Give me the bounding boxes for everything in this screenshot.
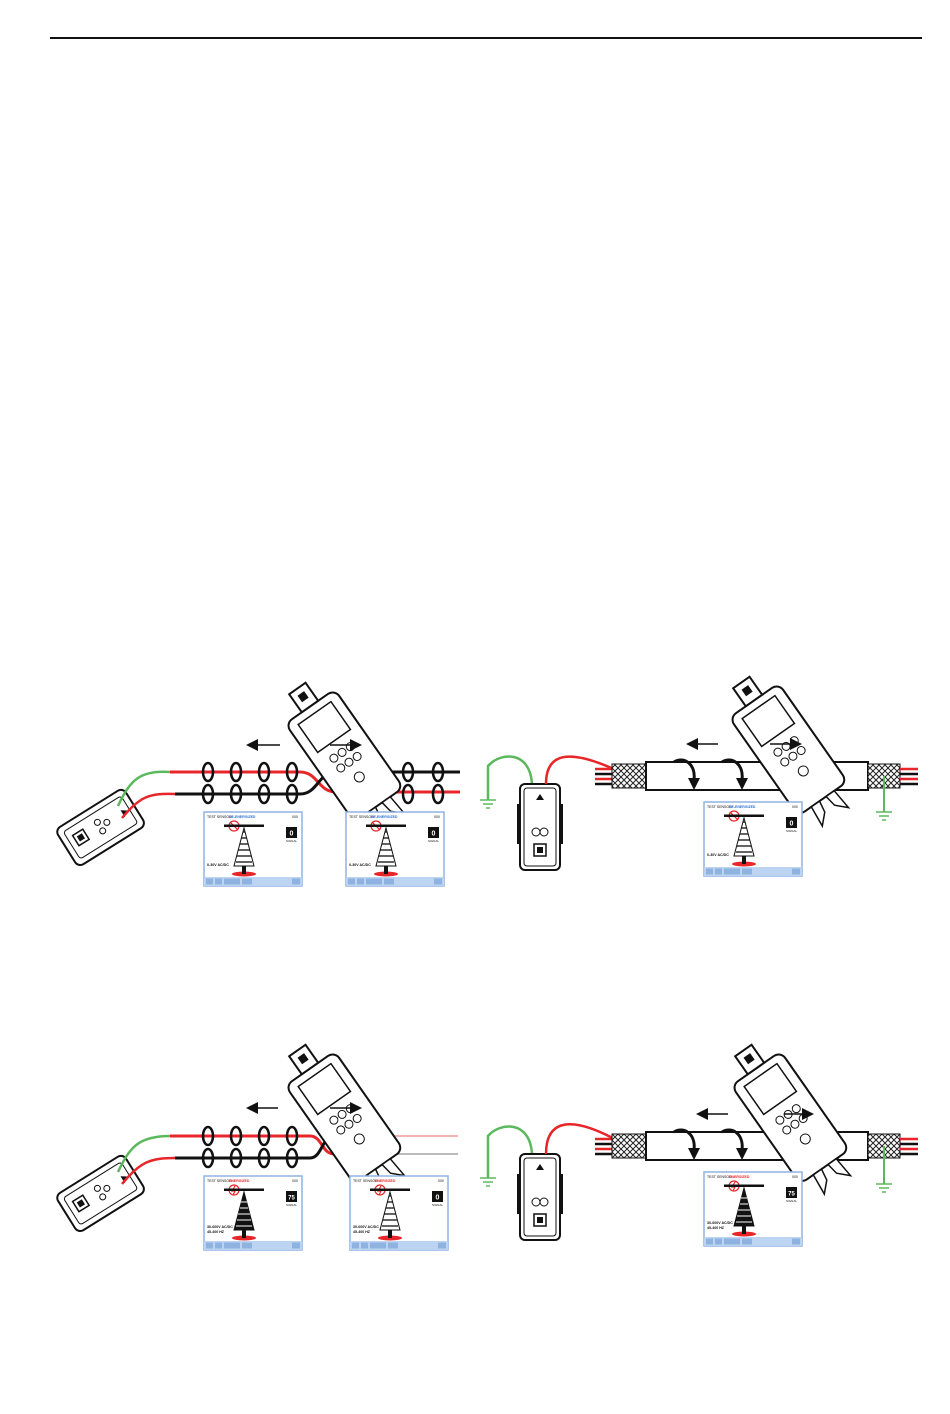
transmitter-unit	[56, 1154, 145, 1233]
home-icon[interactable]	[206, 1242, 213, 1249]
plus-icon[interactable]	[292, 878, 300, 885]
svg-text:ENERGIZED: ENERGIZED	[229, 1179, 250, 1183]
display-screen-4: TEST SENSOR: ENERGIZED 000 75 SIGNAL 30-…	[203, 1175, 303, 1251]
svg-text:ENERGIZED: ENERGIZED	[375, 1179, 396, 1183]
svg-text:75: 75	[288, 1196, 295, 1202]
svg-text:TEST SENSOR:: TEST SENSOR:	[207, 1179, 233, 1183]
home-icon[interactable]	[206, 878, 213, 885]
svg-text:DE-ENERGIZED: DE-ENERGIZED	[229, 815, 256, 819]
transmitter-unit	[516, 1153, 564, 1241]
volume-icon[interactable]	[366, 878, 382, 885]
svg-text:0-30V AC/DC: 0-30V AC/DC	[349, 863, 371, 867]
svg-text:TEST SENSOR:: TEST SENSOR:	[207, 815, 233, 819]
minus-icon[interactable]	[242, 878, 252, 885]
help-icon[interactable]	[215, 878, 222, 885]
plus-icon[interactable]	[792, 1238, 800, 1245]
svg-text:45-400 HZ: 45-400 HZ	[207, 1230, 225, 1234]
svg-text:TEST SENSOR:: TEST SENSOR:	[349, 815, 375, 819]
svg-text:000: 000	[792, 1175, 798, 1179]
svg-text:SIGNAL: SIGNAL	[786, 1199, 797, 1203]
svg-text:0: 0	[436, 1195, 440, 1202]
svg-text:SIGNAL: SIGNAL	[286, 1203, 297, 1207]
plus-icon[interactable]	[434, 878, 442, 885]
home-icon[interactable]	[706, 1238, 713, 1245]
svg-text:000: 000	[292, 1179, 298, 1183]
transmitter-unit	[516, 783, 564, 871]
svg-text:000: 000	[792, 805, 798, 809]
display-screen-1: TEST SENSOR: DE-ENERGIZED 000 0 SIGNAL 0…	[203, 811, 303, 887]
plus-icon[interactable]	[292, 1242, 300, 1249]
svg-text:0: 0	[290, 831, 294, 838]
display-screen-3: TEST SENSOR: DE-ENERGIZED 000 0 SIGNAL 0…	[703, 801, 803, 877]
minus-icon[interactable]	[742, 868, 752, 875]
svg-text:TEST SENSOR:: TEST SENSOR:	[353, 1179, 379, 1183]
svg-text:75: 75	[788, 1192, 795, 1198]
volume-icon[interactable]	[370, 1242, 386, 1249]
svg-text:30-600V AC/DC: 30-600V AC/DC	[207, 1225, 233, 1229]
svg-text:000: 000	[434, 815, 440, 819]
minus-icon[interactable]	[242, 1242, 252, 1249]
help-icon[interactable]	[361, 1242, 368, 1249]
figure-twisted-pair-energized	[56, 1032, 458, 1233]
svg-text:DE-ENERGIZED: DE-ENERGIZED	[729, 805, 756, 809]
figure-twisted-pair-deenergized	[56, 670, 460, 867]
home-icon[interactable]	[348, 878, 355, 885]
display-screen-2: TEST SENSOR: DE-ENERGIZED 000 0 SIGNAL 0…	[345, 811, 445, 887]
svg-text:SIGNAL: SIGNAL	[786, 829, 797, 833]
svg-text:30-600V AC/DC: 30-600V AC/DC	[707, 1221, 733, 1225]
home-icon[interactable]	[706, 868, 713, 875]
svg-text:ENERGIZED: ENERGIZED	[729, 1175, 750, 1179]
svg-text:SIGNAL: SIGNAL	[428, 839, 439, 843]
svg-text:000: 000	[438, 1179, 444, 1183]
svg-text:TEST SENSOR:: TEST SENSOR:	[707, 1175, 733, 1179]
minus-icon[interactable]	[388, 1242, 398, 1249]
help-icon[interactable]	[715, 1238, 722, 1245]
help-icon[interactable]	[357, 878, 364, 885]
help-icon[interactable]	[715, 868, 722, 875]
svg-text:0: 0	[432, 831, 436, 838]
svg-text:000: 000	[292, 815, 298, 819]
svg-text:TEST SENSOR:: TEST SENSOR:	[707, 805, 733, 809]
transmitter-unit	[56, 788, 145, 867]
svg-text:DE-ENERGIZED: DE-ENERGIZED	[371, 815, 398, 819]
display-screen-6: TEST SENSOR: ENERGIZED 000 75 SIGNAL 30-…	[703, 1171, 803, 1247]
display-screen-5: TEST SENSOR: ENERGIZED 000 0 SIGNAL 30-6…	[349, 1175, 449, 1251]
header-rule	[50, 37, 922, 39]
svg-text:0: 0	[790, 821, 794, 828]
svg-text:0-30V AC/DC: 0-30V AC/DC	[707, 853, 729, 857]
volume-icon[interactable]	[724, 868, 740, 875]
plus-icon[interactable]	[438, 1242, 446, 1249]
help-icon[interactable]	[215, 1242, 222, 1249]
minus-icon[interactable]	[384, 878, 394, 885]
svg-text:30-600V AC/DC: 30-600V AC/DC	[353, 1225, 379, 1229]
plus-icon[interactable]	[792, 868, 800, 875]
svg-text:45-400 HZ: 45-400 HZ	[707, 1226, 725, 1230]
minus-icon[interactable]	[742, 1238, 752, 1245]
svg-text:0-30V AC/DC: 0-30V AC/DC	[207, 863, 229, 867]
volume-icon[interactable]	[224, 878, 240, 885]
figure-shielded-cable-deenergized	[480, 664, 918, 871]
volume-icon[interactable]	[724, 1238, 740, 1245]
volume-icon[interactable]	[224, 1242, 240, 1249]
ground-icon	[480, 799, 496, 809]
svg-text:45-400 HZ: 45-400 HZ	[353, 1230, 371, 1234]
svg-text:SIGNAL: SIGNAL	[432, 1203, 443, 1207]
svg-text:SIGNAL: SIGNAL	[286, 839, 297, 843]
figure-shielded-cable-energized	[480, 1032, 918, 1241]
home-icon[interactable]	[352, 1242, 359, 1249]
